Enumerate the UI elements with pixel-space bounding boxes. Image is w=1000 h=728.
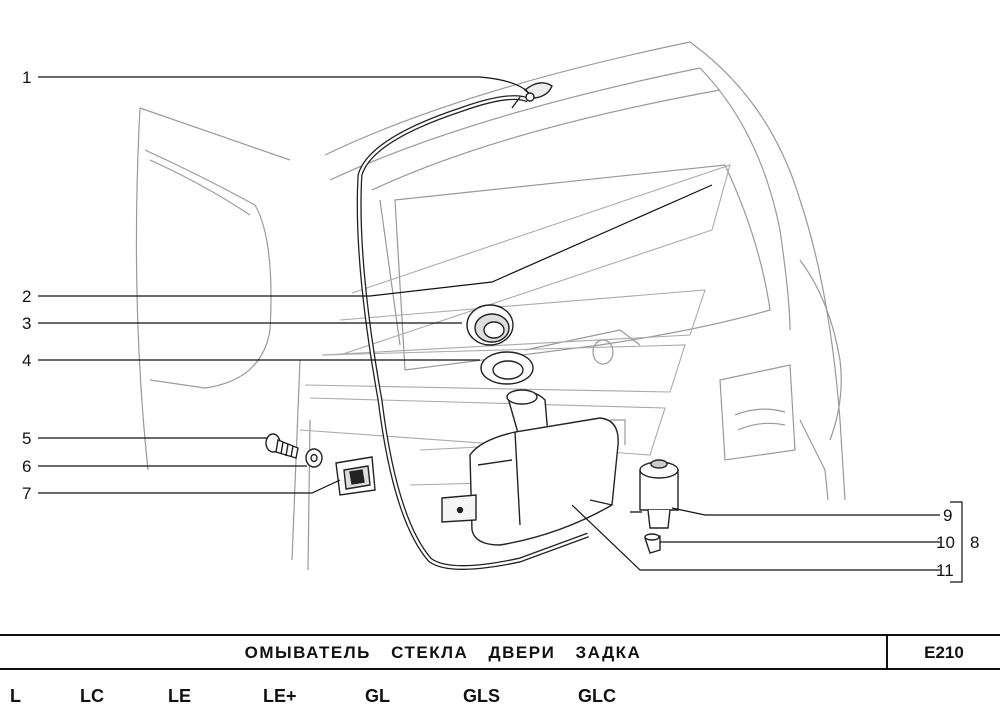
diagram-code: E210: [924, 643, 964, 662]
callout-11: 11: [936, 561, 954, 580]
variant-le: LE: [168, 686, 192, 706]
leader-lines: [38, 76, 963, 583]
callout-7: 7: [22, 484, 31, 503]
variant-gls: GLS: [463, 686, 501, 706]
callout-3: 3: [22, 314, 31, 333]
vehicle-body-outline: [135, 41, 846, 571]
pump-grommet: [644, 533, 661, 554]
pump-motor: [630, 459, 679, 529]
title-divider: [886, 636, 888, 668]
variant-gl: GL: [365, 686, 390, 706]
washer-ring: [305, 448, 323, 468]
hose-clip: [335, 456, 376, 496]
callout-2: 2: [22, 287, 31, 306]
exploded-diagram: 1 2 3 4 5 6 7 8 9 10 11: [22, 41, 979, 583]
filler-cap: [466, 304, 514, 346]
variant-glc: GLC: [578, 686, 616, 706]
callout-6: 6: [22, 457, 31, 476]
washer-hose: [356, 95, 589, 570]
callout-5: 5: [22, 429, 31, 448]
screw: [265, 433, 299, 459]
diagram-title: ОМЫВАТЕЛЬ СТЕКЛА ДВЕРИ ЗАДКА: [244, 643, 642, 662]
variant-le-plus: LE+: [263, 686, 297, 706]
callout-numbers: 1 2 3 4 5 6 7 8 9 10 11: [22, 68, 979, 580]
washer-nozzle: [511, 82, 553, 109]
variant-lc: LC: [80, 686, 104, 706]
callout-10: 10: [936, 533, 955, 552]
washer-reservoir: [441, 389, 619, 546]
callout-1: 1: [22, 68, 31, 87]
filler-seal: [480, 351, 534, 385]
title-bar: ОМЫВАТЕЛЬ СТЕКЛА ДВЕРИ ЗАДКА E210: [0, 634, 1000, 670]
callout-8: 8: [970, 533, 979, 552]
trim-variants: L LC LE LE+ GL GLS GLC: [0, 680, 1000, 720]
callout-4: 4: [22, 351, 31, 370]
variant-l: L: [10, 686, 21, 706]
callout-9: 9: [943, 506, 952, 525]
